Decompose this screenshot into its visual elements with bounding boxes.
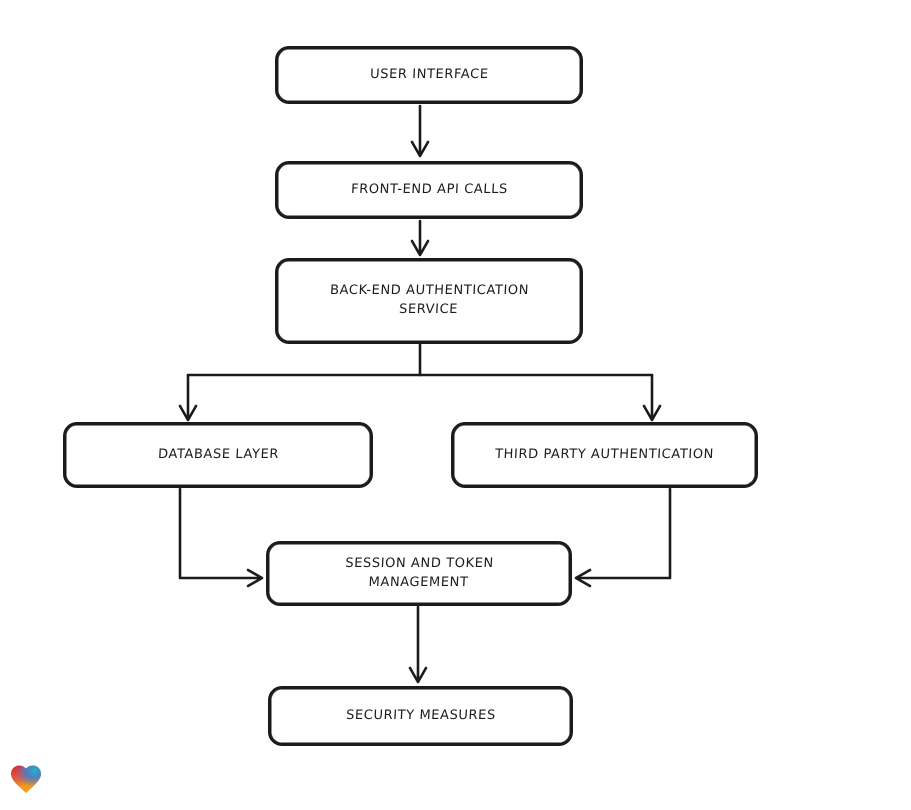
- gradient-heart-logo: [8, 761, 44, 797]
- node-label: THIRD PARTY AUTHENTICATION: [494, 446, 715, 462]
- node-label: USER INTERFACE: [369, 66, 489, 82]
- heart-icon: [11, 765, 41, 794]
- edge-database-to-session: [178, 487, 264, 588]
- node-label: SECURITY MEASURES: [345, 707, 496, 723]
- node-third-party-authentication[interactable]: THIRD PARTY AUTHENTICATION: [451, 422, 758, 488]
- node-user-interface[interactable]: USER INTERFACE: [275, 46, 583, 104]
- node-label: FRONT-END API CALLS: [350, 181, 508, 197]
- node-front-end-api-calls[interactable]: FRONT-END API CALLS: [275, 161, 583, 219]
- node-back-end-authentication-service[interactable]: BACK-END AUTHENTICATION SERVICE: [275, 258, 583, 344]
- node-label: SESSION AND TOKEN MANAGEMENT: [344, 555, 495, 590]
- node-label: DATABASE LAYER: [157, 446, 279, 462]
- node-label: BACK-END AUTHENTICATION SERVICE: [329, 283, 530, 317]
- edge-session-to-security: [408, 605, 428, 684]
- edge-user-interface-to-front-end: [410, 104, 430, 158]
- node-database-layer[interactable]: DATABASE LAYER: [63, 422, 373, 488]
- edge-front-end-to-back-end: [410, 219, 430, 257]
- node-security-measures[interactable]: SECURITY MEASURES: [268, 686, 573, 746]
- edge-back-end-split: [178, 342, 662, 422]
- edge-third-party-to-session: [574, 487, 672, 588]
- node-session-and-token-management[interactable]: SESSION AND TOKEN MANAGEMENT: [266, 541, 572, 606]
